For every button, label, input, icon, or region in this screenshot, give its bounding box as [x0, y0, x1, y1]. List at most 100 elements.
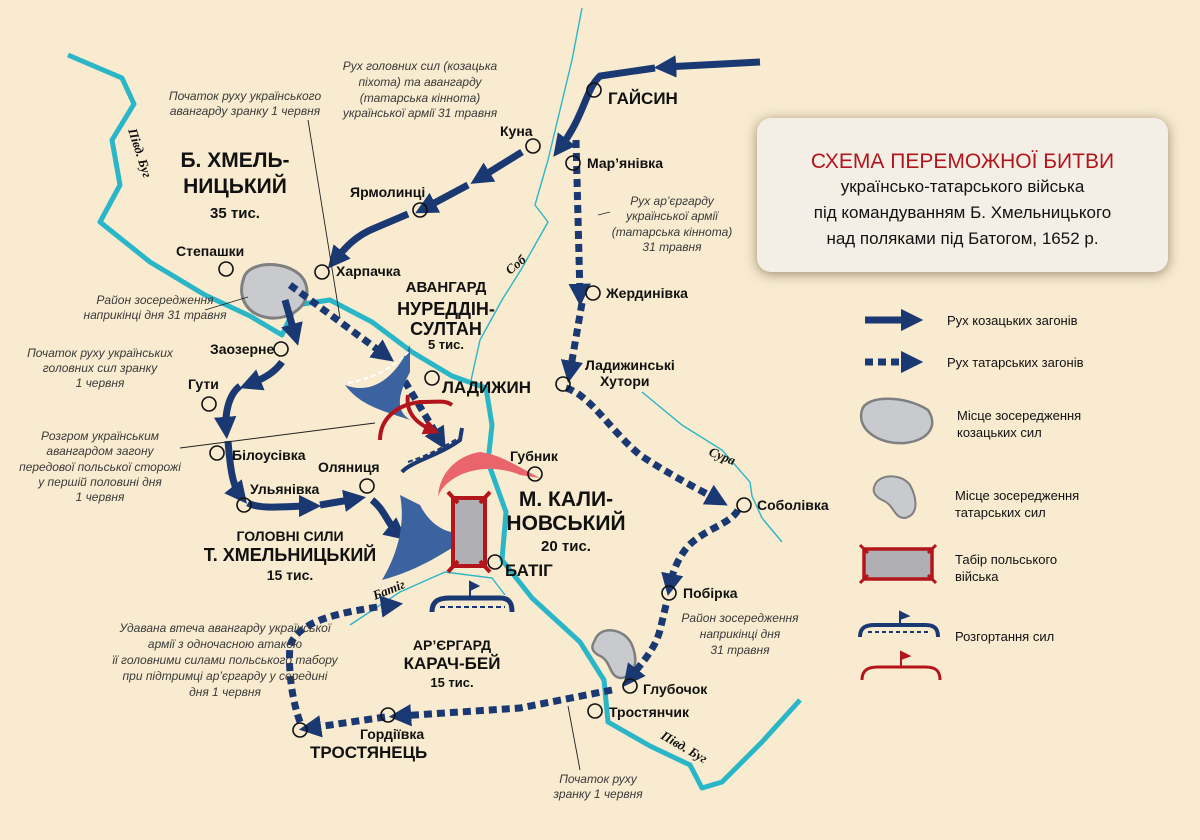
cossack-move-arrow: [319, 489, 367, 512]
leader-line: [179, 422, 376, 449]
note-line: зранку 1 червня: [552, 787, 643, 801]
army-size: 20 тис.: [541, 538, 591, 555]
place-marker: [218, 261, 234, 277]
note-line: авангарду зранку 1 червня: [170, 104, 321, 118]
legend-deployment: Розгортання сил: [955, 629, 1054, 644]
note-line: наприкінці дня: [700, 627, 781, 641]
note-line: наприкінці дня 31 травня: [83, 308, 227, 322]
legend-polish-camp: Табір польського: [955, 552, 1057, 567]
legend-cossack-area-icon: [859, 397, 934, 445]
cossack-move-arrow: [369, 497, 407, 541]
place-marker: [292, 722, 308, 738]
place-olianytsia: Оляниця: [318, 459, 380, 475]
note-line: Район зосередження: [681, 611, 799, 625]
legend-tatar-area: Місце зосередження: [955, 488, 1079, 503]
army-name: СУЛТАН: [410, 319, 482, 339]
place-marker: [585, 285, 601, 301]
map-subtitle-line: над поляками під Батогом, 1652 р.: [826, 229, 1099, 248]
map-title: СХЕМА ПЕРЕМОЖНОЇ БИТВИ: [810, 150, 1115, 173]
army-name: НОВСЬКИЙ: [506, 511, 625, 535]
vanguard-deployment: [345, 345, 410, 420]
army-name: НУРЕДДІН-: [397, 299, 495, 319]
note-line: 1 червня: [76, 490, 125, 504]
army-name: НИЦЬКИЙ: [183, 174, 287, 198]
place-marker: [487, 554, 503, 570]
place-marker: [359, 478, 375, 494]
note-line: у першій половині дня: [37, 475, 162, 489]
army-name: М. КАЛИ-: [519, 488, 613, 511]
note-line: 1 червня: [76, 376, 125, 390]
legend-tatar-move: Рух татарських загонів: [947, 355, 1084, 370]
army-karach-label: АР’ЄРГАРД КАРАЧ-БЕЙ 15 тис.: [404, 637, 501, 690]
place-sobolivka: Соболівка: [757, 497, 829, 513]
cossack-move-arrow: [553, 64, 656, 157]
note-line: її головними силами польського табору: [112, 653, 338, 667]
polish-guard-deployment: [378, 399, 454, 441]
note-concentration-west: Район зосередження наприкінці дня 31 тра…: [83, 293, 227, 322]
note-rout: Розгром українським авангардом загону пе…: [19, 429, 181, 504]
place-zaozerne: Заозерне: [210, 341, 274, 357]
place-marker: [201, 396, 217, 412]
place-marker: [622, 678, 638, 694]
cossack-move-arrow: [281, 299, 303, 346]
note-line: 31 травня: [710, 643, 770, 657]
army-size: 35 тис.: [210, 205, 260, 222]
army-size: 15 тис.: [267, 567, 314, 583]
note-main-move: Рух головних сил (козацька піхота) та ав…: [342, 59, 498, 120]
place-marker: [661, 585, 677, 601]
place-ladyzhynski-khutory: Ладижинські: [585, 357, 675, 373]
cossack-move-arrow: [224, 440, 247, 504]
leader-line: [204, 296, 249, 311]
place-zherdynivka: Жердинівка: [605, 285, 688, 301]
cossack-move-arrow: [415, 181, 470, 214]
note-rearguard-move: Рух ар’єргарду української армії (татарс…: [612, 194, 732, 254]
note-main-start: Початок руху українських головних сил зр…: [27, 346, 174, 390]
tatar-move-arrow: [661, 507, 742, 596]
legend-polish-camp: війська: [955, 569, 999, 584]
tatar-move-arrow: [287, 282, 395, 362]
army-role: ГОЛОВНІ СИЛИ: [236, 528, 343, 544]
place-marker: [527, 466, 543, 482]
note-line: української армії 31 травня: [342, 106, 498, 120]
tatar-move-arrow: [388, 686, 613, 727]
note-line: дня 1 червня: [189, 685, 261, 699]
note-line: Початок руху українських: [27, 346, 174, 360]
note-line: Рух головних сил (козацька: [343, 59, 498, 73]
note-line: (татарська кіннота): [612, 225, 732, 239]
place-marker: [736, 497, 752, 513]
army-name: Т. ХМЕЛЬНИЦЬКИЙ: [204, 544, 376, 565]
rearguard-deployment: [429, 595, 515, 613]
place-marker: [314, 264, 330, 280]
legend-deployment-red-icon: [860, 665, 942, 681]
places: ГАЙСИН Куна Мар’янівка Ярмолинці Степашк…: [176, 82, 829, 762]
place-kharpachka: Харпачка: [336, 263, 401, 279]
river-label-bug: Півд. Буг: [125, 125, 155, 179]
legend-cossack-area: козацьких сил: [957, 425, 1042, 440]
army-role: АВАНГАРД: [406, 279, 487, 296]
note-line: Удавана втеча авангарду української: [119, 621, 332, 635]
army-name: КАРАЧ-БЕЙ: [404, 654, 501, 673]
place-marker: [412, 202, 428, 218]
place-kuna: Куна: [500, 123, 533, 139]
place-marker: [236, 497, 252, 513]
note-line: (татарська кіннота): [360, 91, 480, 105]
river-sob: [469, 7, 583, 386]
legend-tatar-area: татарських сил: [955, 505, 1046, 520]
place-hlubochok: Глубочок: [643, 681, 708, 697]
place-marker: [424, 370, 440, 386]
tatar-move-arrow: [560, 302, 586, 384]
note-line: армії з одночасною атакою: [148, 637, 302, 651]
note-line: авангардом загону: [46, 444, 154, 458]
legend-camp-corners: [858, 543, 938, 585]
cossack-move-arrow: [246, 494, 322, 518]
map-subtitle-line: українсько-татарського війська: [840, 177, 1085, 196]
place-haisyn: ГАЙСИН: [608, 89, 678, 108]
legend-cossack-area: Місце зосередження: [957, 408, 1081, 423]
tatar-move-arrow: [564, 384, 728, 506]
note-line: піхота) та авангарду: [358, 75, 482, 89]
note-line: Початок руху українського: [169, 89, 322, 103]
note-concentration-east: Район зосередження наприкінці дня 31 тра…: [681, 611, 799, 657]
leader-line: [307, 119, 341, 319]
river-sura: [641, 391, 783, 543]
